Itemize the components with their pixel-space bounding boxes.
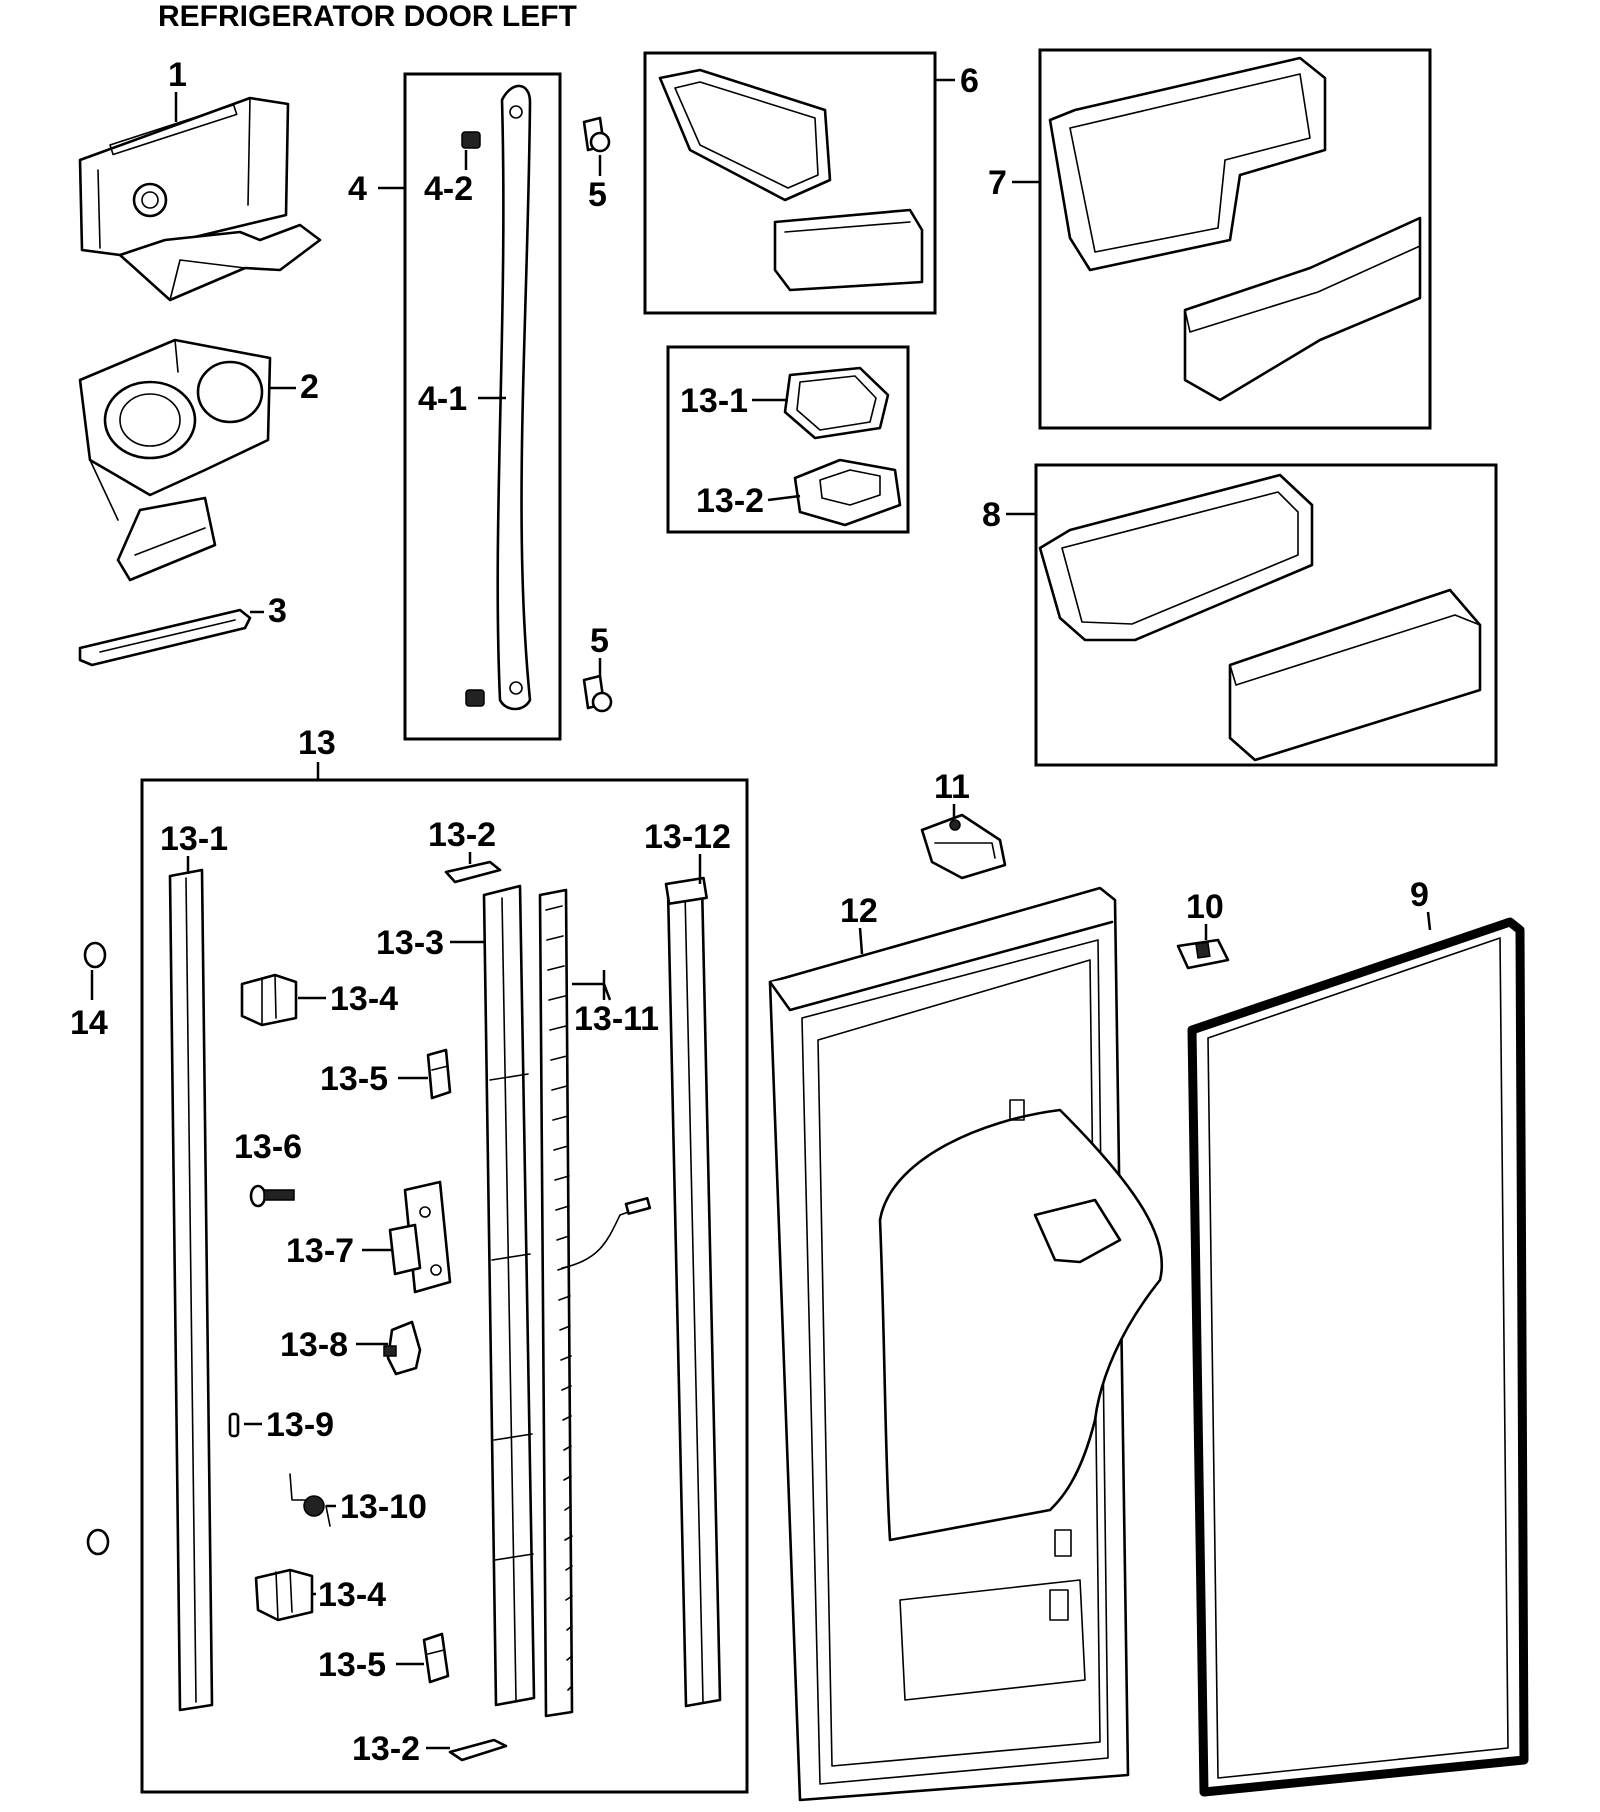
part-13-2-cap-bottom xyxy=(448,1738,508,1762)
label-part-12: 12 xyxy=(840,892,878,930)
label-part-10: 10 xyxy=(1186,888,1224,926)
label-part-14: 14 xyxy=(70,1004,108,1042)
leader-part-9 xyxy=(1426,911,1432,931)
label-part-11: 11 xyxy=(934,768,970,806)
part-13-4-clip-bottom xyxy=(254,1568,314,1622)
part-1-ice-housing xyxy=(78,96,322,302)
kit-13-box xyxy=(666,345,910,534)
label-part-4-1: 4-1 xyxy=(418,380,467,418)
label-part-13-11: 13-11 xyxy=(574,1000,659,1038)
part-6-door-bin xyxy=(658,68,924,292)
label-part-13-1: 13-1 xyxy=(160,820,228,858)
label-part-5-bottom: 5 xyxy=(590,622,609,660)
label-part-6: 6 xyxy=(960,62,979,100)
part-4-2-screw xyxy=(461,131,485,707)
label-part-13-6: 13-6 xyxy=(234,1128,302,1166)
part-9-gasket xyxy=(1187,917,1529,1797)
part-13-12-trim xyxy=(664,876,722,1708)
label-part-4-2: 4-2 xyxy=(424,170,473,208)
part-10-block xyxy=(1176,938,1230,970)
label-part-8: 8 xyxy=(982,496,1001,534)
label-part-13-8: 13-8 xyxy=(280,1326,348,1364)
part-13-9-pin xyxy=(228,1412,240,1438)
part-14-plug xyxy=(83,941,110,1556)
label-part-4: 4 xyxy=(348,170,367,208)
label-kit-13-1: 13-1 xyxy=(680,382,748,420)
part-5-screw-bottom xyxy=(582,674,613,713)
label-part-13-9: 13-9 xyxy=(266,1406,334,1444)
leader-part-13-11 xyxy=(572,970,612,1001)
part-13-6-screw xyxy=(249,1184,295,1208)
part-13-4-clip-top xyxy=(240,973,298,1027)
part-13-10-spring xyxy=(289,1473,331,1527)
kit-13-2-grommet xyxy=(793,458,902,527)
leader-part-12 xyxy=(858,927,864,955)
part-5-screw-top xyxy=(582,116,611,153)
label-part-5-top: 5 xyxy=(588,176,607,214)
label-part-13-2-bottom: 13-2 xyxy=(352,1730,420,1768)
part-11-cover xyxy=(920,813,1007,880)
label-kit-13-2: 13-2 xyxy=(696,482,764,520)
label-part-13-12: 13-12 xyxy=(644,818,731,856)
label-part-13-4-top: 13-4 xyxy=(330,980,398,1018)
kit-13-1-grommet xyxy=(783,366,890,440)
part-7-door-bin xyxy=(1048,56,1422,402)
leader-kit-13-2 xyxy=(767,494,801,502)
label-part-13-7: 13-7 xyxy=(286,1232,354,1270)
label-part-7: 7 xyxy=(988,164,1007,202)
label-part-13-4-bottom: 13-4 xyxy=(318,1576,386,1614)
part-2-ice-maker xyxy=(78,338,272,582)
part-13-2-cap-top xyxy=(444,860,502,884)
label-part-13-2-top: 13-2 xyxy=(428,816,496,854)
label-part-2: 2 xyxy=(300,368,319,406)
diagram-title: REFRIGERATOR DOOR LEFT xyxy=(158,0,577,33)
part-13-box xyxy=(140,778,749,1794)
label-part-9: 9 xyxy=(1410,876,1429,914)
part-13-5-clip-top xyxy=(426,1048,452,1100)
label-part-13: 13 xyxy=(298,724,336,762)
part-13-7-bracket xyxy=(388,1180,452,1294)
part-8-door-bin xyxy=(1038,473,1482,762)
part-8-box xyxy=(1034,463,1498,767)
label-part-1: 1 xyxy=(168,56,187,94)
part-13-1-trim xyxy=(168,868,214,1712)
part-6-box xyxy=(643,51,937,315)
part-13-8-block xyxy=(383,1320,422,1376)
label-part-13-5-bottom: 13-5 xyxy=(318,1646,386,1684)
part-3-strip xyxy=(78,608,252,667)
label-part-13-10: 13-10 xyxy=(340,1488,427,1526)
part-4-box xyxy=(403,72,562,741)
label-part-13-5-top: 13-5 xyxy=(320,1060,388,1098)
part-13-5-clip-bottom xyxy=(422,1632,450,1684)
part-4-1-handle xyxy=(496,84,532,711)
part-7-box xyxy=(1038,48,1432,430)
part-13-3-trim xyxy=(482,884,536,1707)
part-13-11-heater xyxy=(538,888,652,1718)
part-12-door-assembly xyxy=(768,886,1164,1802)
label-part-3: 3 xyxy=(268,592,287,630)
label-part-13-3: 13-3 xyxy=(376,924,444,962)
